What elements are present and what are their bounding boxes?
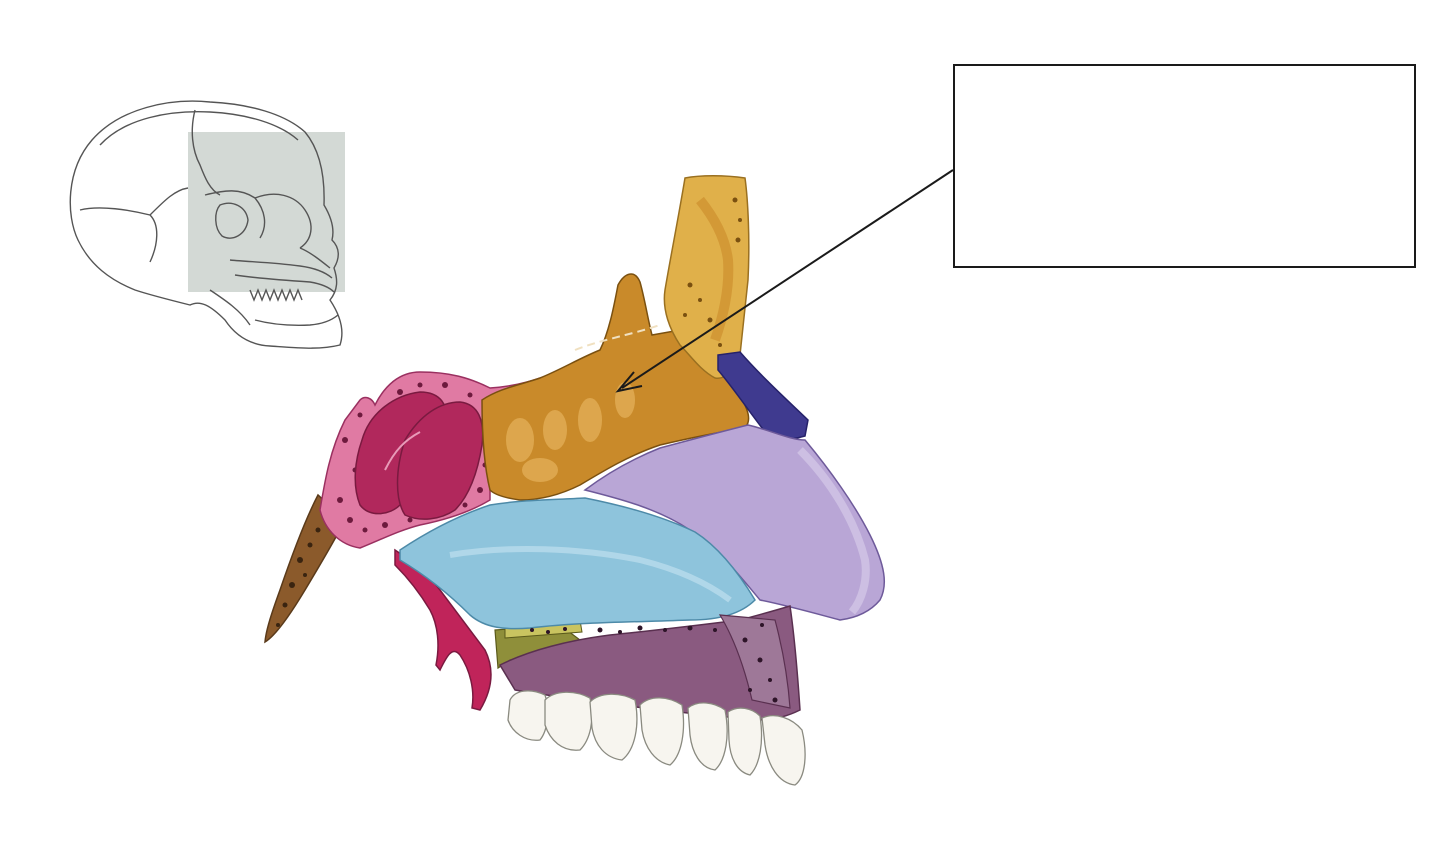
maxilla-anterior — [718, 614, 791, 709]
arrow-head — [615, 371, 643, 393]
sinus-highlight — [384, 431, 421, 471]
sphenoid-sinus-right — [396, 401, 484, 520]
frontal-bone-texture — [683, 197, 742, 363]
inferior-nasal-concha — [399, 497, 756, 630]
tooth — [589, 693, 638, 761]
leader-line — [621, 169, 954, 389]
suture-line — [574, 324, 661, 351]
answer-label-box[interactable] — [953, 64, 1416, 268]
concha-highlight — [449, 545, 732, 603]
tooth — [687, 702, 728, 771]
brown-bone-texture — [276, 527, 321, 627]
palate-texture — [530, 623, 778, 703]
highlight-region — [188, 132, 345, 292]
tooth — [639, 697, 685, 766]
nasal-cavity-illustration — [264, 169, 954, 786]
skull-orientation-inset — [69, 100, 345, 349]
ethmoid-shading — [506, 382, 635, 482]
pterygoid-plate — [394, 548, 492, 711]
maxilla-highlight — [797, 447, 870, 615]
skull-outline — [69, 100, 343, 349]
tooth — [761, 715, 806, 786]
teeth — [507, 690, 806, 786]
leader-arrow — [615, 169, 954, 393]
tooth — [544, 691, 593, 751]
tooth — [727, 707, 763, 776]
frontal-bone-shading — [696, 196, 734, 342]
tooth — [507, 690, 549, 741]
